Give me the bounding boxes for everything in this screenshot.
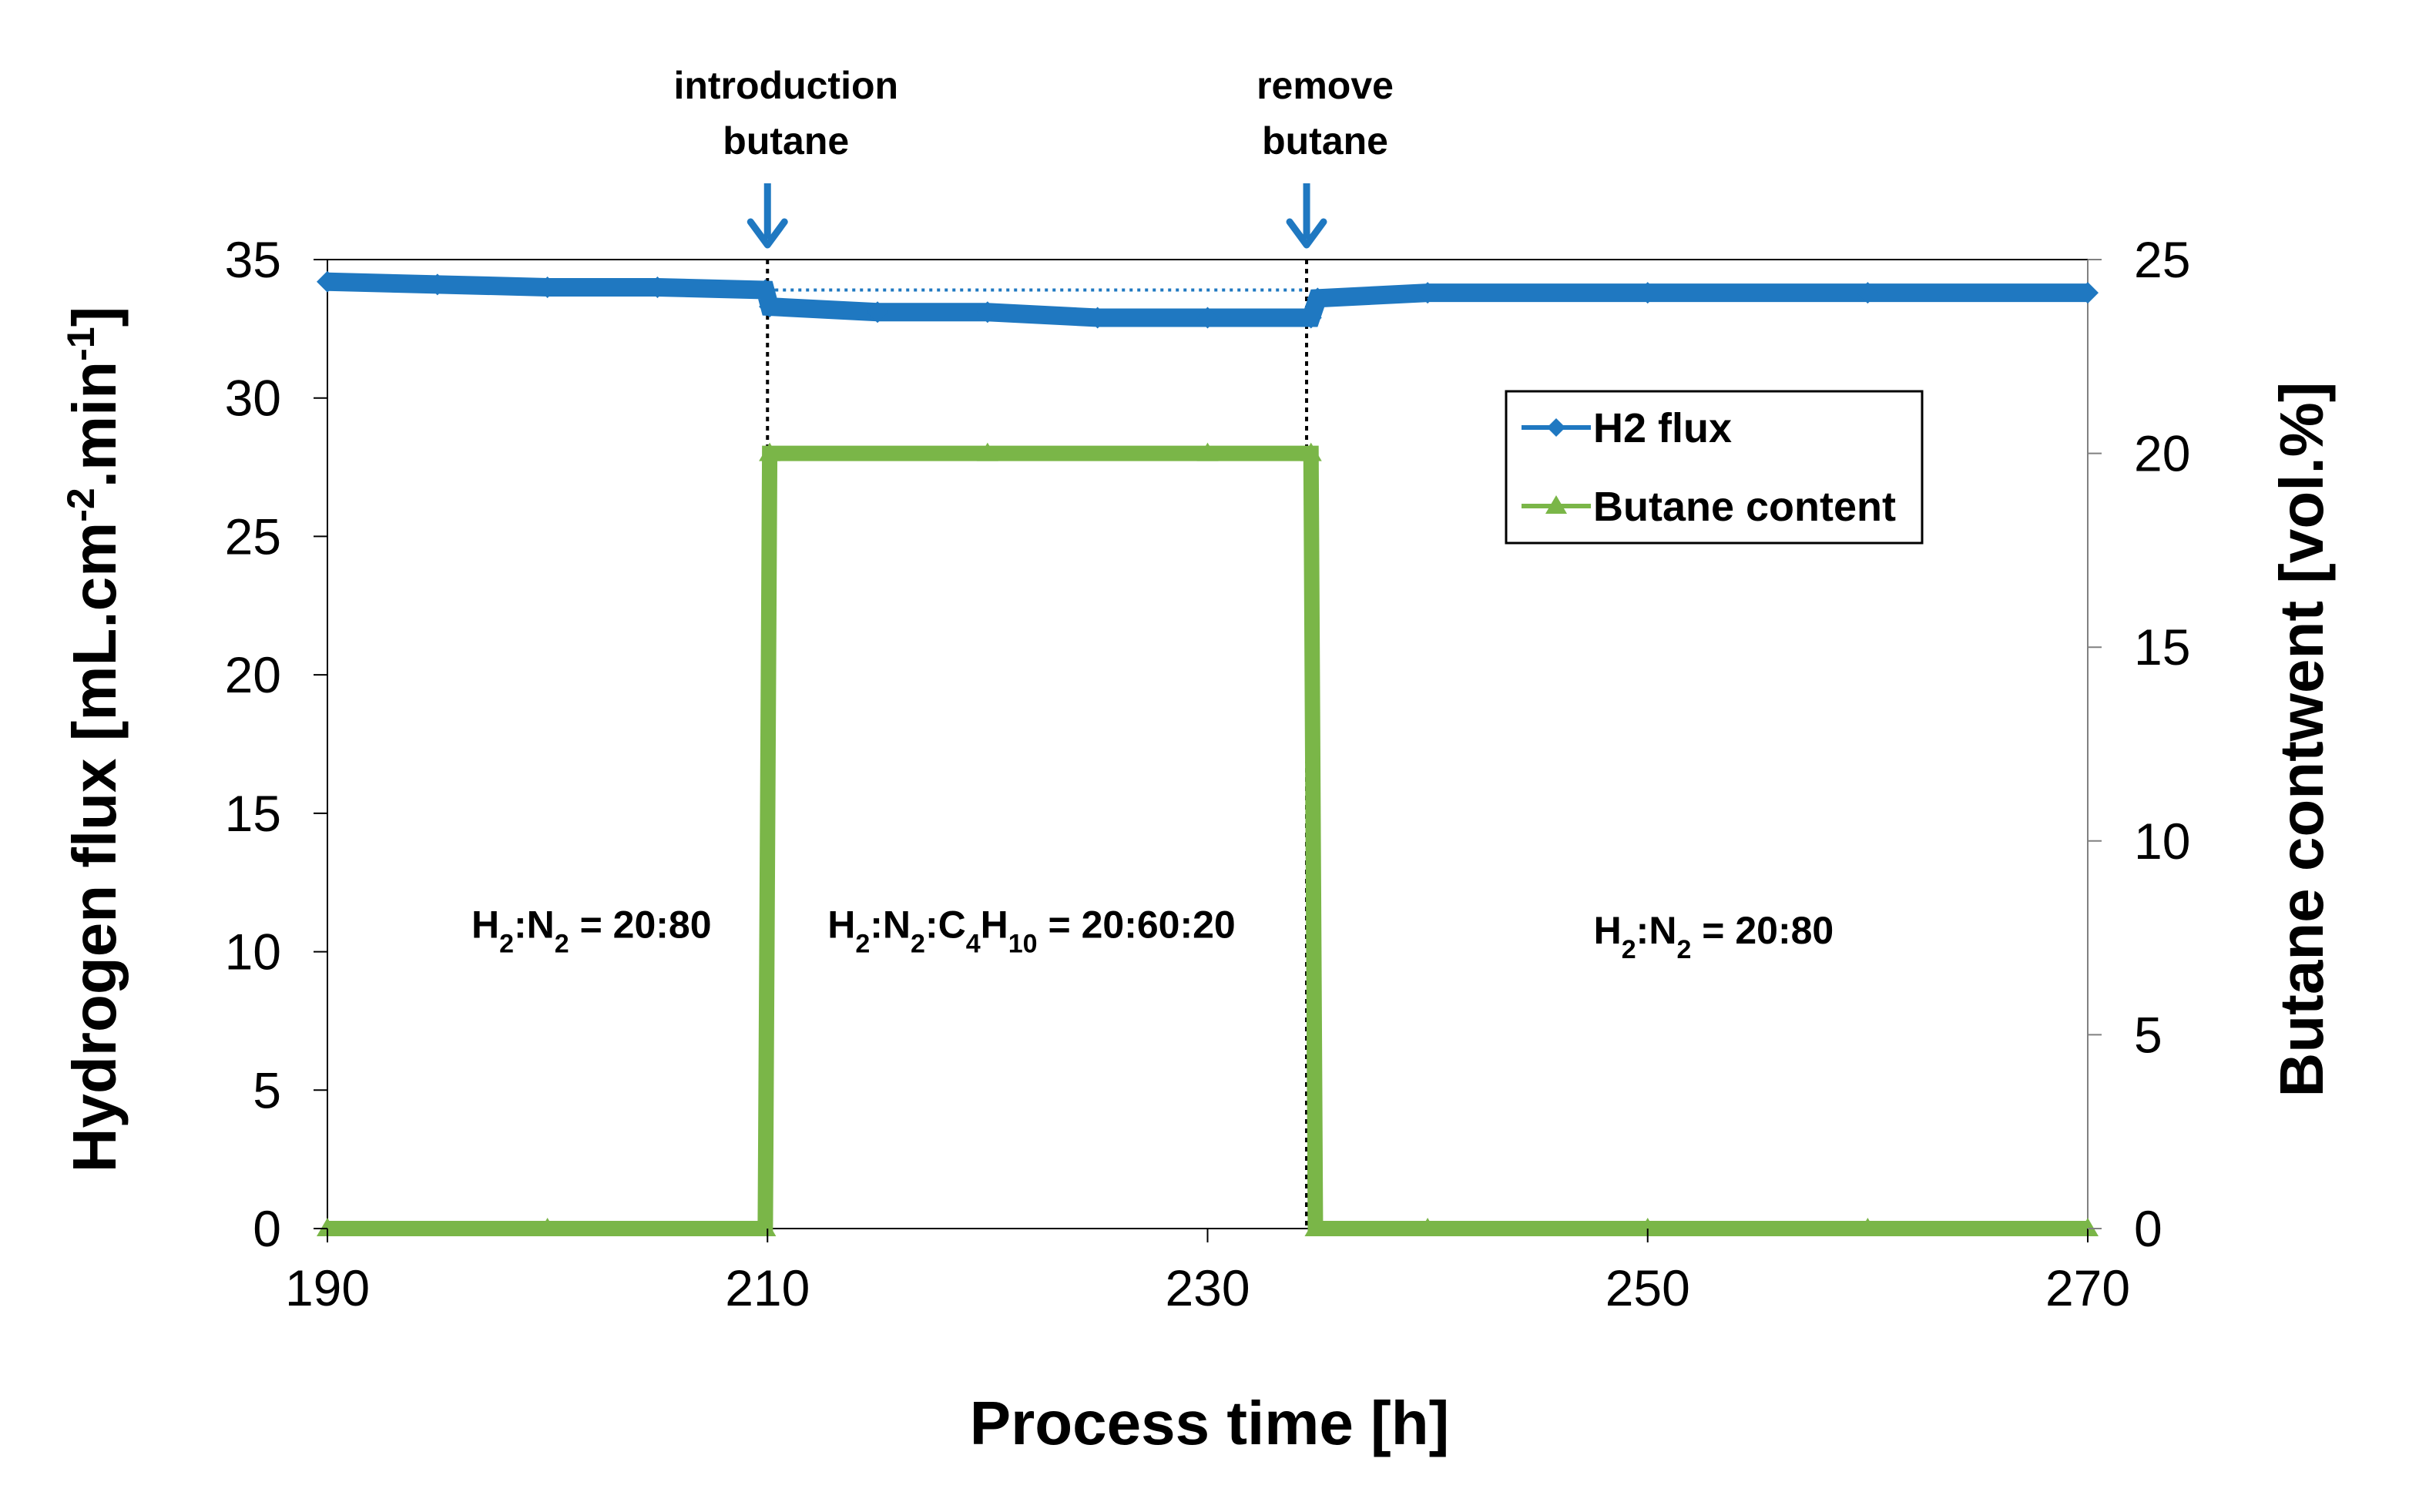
data-point-h2-flux (867, 301, 889, 324)
reference-lines (766, 260, 1309, 1229)
gas-composition-label: H2:N2:C4H10 = 20:60:20 (827, 904, 1235, 959)
data-point-h2-flux (1300, 307, 1322, 329)
y-tick-label: 0 (253, 1200, 281, 1257)
y-tick-label: 35 (225, 231, 281, 288)
data-point-h2-flux (1417, 282, 1439, 304)
data-point-butane-content (759, 442, 781, 461)
x-tick-label: 270 (2045, 1259, 2130, 1316)
y-tick-label: 20 (225, 646, 281, 703)
y2-tick-label: 5 (2134, 1006, 2162, 1063)
data-point-butane-content (1304, 1218, 1327, 1236)
y2-tick-label: 25 (2134, 231, 2190, 288)
y2-tick-label: 15 (2134, 619, 2190, 676)
gas-composition-label: H2:N2 = 20:80 (471, 904, 712, 959)
y-tick-label: 5 (253, 1061, 281, 1118)
data-point-h2-flux (759, 296, 781, 318)
legend-marker-diamond (1547, 418, 1565, 437)
legend-marker-triangle (1545, 495, 1567, 514)
data-point-h2-flux (2077, 282, 2099, 304)
event-label-line2: butane (1262, 119, 1388, 163)
legend-label: Butane content (1593, 484, 1896, 530)
event-label-line1: remove (1257, 64, 1394, 107)
data-point-h2-flux (1086, 307, 1109, 329)
data-point-h2-flux (1196, 307, 1219, 329)
data-point-butane-content (1417, 1218, 1439, 1236)
event-label-line1: introduction (673, 64, 898, 107)
data-point-h2-flux (317, 270, 338, 293)
x-tick-label: 250 (1605, 1259, 1690, 1316)
y-axis-left-ticks: 0 5 10 15 20 25 30 35 (225, 231, 327, 1257)
y-axis-right-title: Butane contwent [vol.%] (2267, 382, 2336, 1098)
data-point-butane-content (976, 442, 998, 461)
series-layer (317, 270, 2099, 1236)
gas-composition-label: H2:N2 = 20:80 (1594, 909, 1834, 964)
series-line-h2-flux (327, 272, 2088, 327)
y-tick-label: 30 (225, 370, 281, 427)
data-point-h2-flux (646, 276, 669, 298)
data-point-butane-content (1857, 1218, 1879, 1236)
arrow-head-icon (1286, 218, 1327, 249)
data-point-butane-content (754, 1218, 777, 1236)
y-tick-label: 10 (225, 924, 281, 981)
x-tick-label: 230 (1165, 1259, 1250, 1316)
x-axis-ticks: 190 210 230 250 270 (285, 1229, 2130, 1316)
event-label-line2: butane (723, 119, 849, 163)
y2-tick-label: 0 (2134, 1200, 2162, 1257)
arrow-head-icon (747, 218, 788, 249)
x-tick-label: 190 (285, 1259, 370, 1316)
x-axis-title: Process time [h] (970, 1389, 1449, 1457)
y-axis-right-ticks: 0 5 10 15 20 25 (2088, 231, 2190, 1257)
y-tick-label: 25 (225, 508, 281, 565)
data-point-butane-content (536, 1218, 559, 1236)
data-point-butane-content (1636, 1218, 1659, 1236)
data-point-butane-content (317, 1218, 338, 1236)
x-tick-label: 210 (725, 1259, 810, 1316)
y2-tick-label: 10 (2134, 813, 2190, 870)
y-tick-label: 15 (225, 785, 281, 842)
data-point-h2-flux (426, 273, 448, 296)
data-point-h2-flux (754, 279, 777, 301)
data-point-butane-content (2077, 1218, 2099, 1236)
y2-tick-label: 20 (2134, 425, 2190, 482)
data-point-butane-content (1300, 442, 1322, 461)
legend-box (1505, 390, 1924, 545)
data-point-h2-flux (1307, 287, 1329, 310)
data-point-h2-flux (976, 301, 998, 324)
y-axis-left-title: Hydrogen flux [mL.cm-2.min-1] (59, 307, 129, 1173)
series-line-butane-content (327, 445, 2088, 1236)
data-point-h2-flux (1857, 282, 1879, 304)
data-point-h2-flux (536, 276, 559, 298)
data-point-butane-content (1196, 442, 1219, 461)
data-point-h2-flux (1636, 282, 1659, 304)
legend-label: H2 flux (1593, 405, 1732, 451)
